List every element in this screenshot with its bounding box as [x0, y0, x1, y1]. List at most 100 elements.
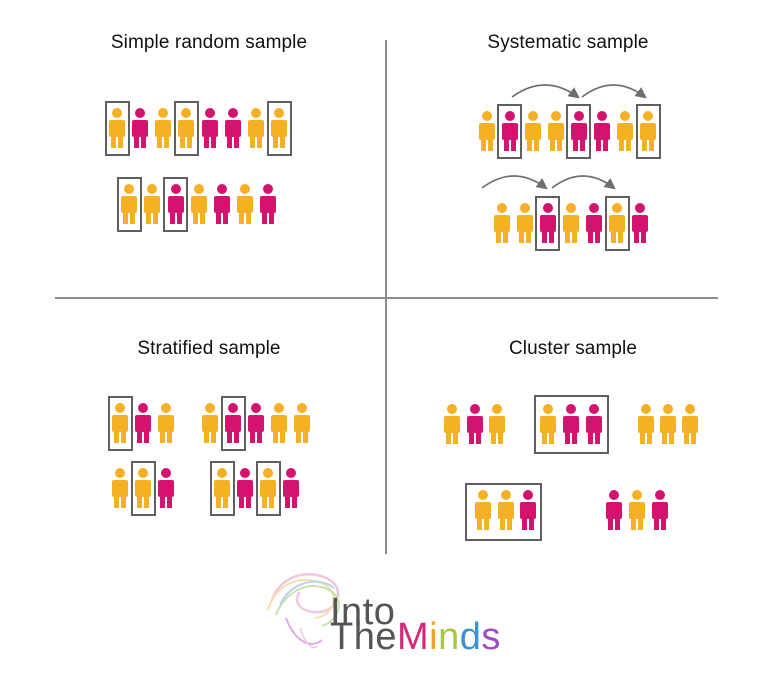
cluster-2-person-icon-1 — [540, 404, 556, 444]
systematic-skip-arrow-4 — [551, 175, 616, 190]
systematic-row1-person-icon-8 — [640, 111, 656, 151]
stratified-group3-person-icon-2 — [135, 468, 151, 508]
systematic-skip-arrow-3 — [481, 175, 548, 190]
systematic-frame-4 — [535, 196, 560, 251]
systematic-row2-person-icon-3 — [540, 203, 556, 243]
stratified-group3-person-icon-3 — [158, 468, 174, 508]
systematic-row2-person-icon-6 — [609, 203, 625, 243]
stratified-group1-person-icon-2 — [135, 403, 151, 443]
systematic-row1-person-icon-3 — [525, 111, 541, 151]
cluster-5-person-icon-1 — [606, 490, 622, 530]
stratified-title: Stratified sample — [137, 338, 281, 359]
cluster-1-person-icon-3 — [489, 404, 505, 444]
systematic-row1-person-icon-6 — [594, 111, 610, 151]
simple-random-row2-person-icon-2 — [144, 184, 160, 224]
logo-minds-letter: n — [438, 616, 460, 658]
simple-random-row1-person-icon-2 — [132, 108, 148, 148]
simple-random-row1-person-icon-8 — [271, 108, 287, 148]
systematic-row1-person-icon-1 — [479, 111, 495, 151]
simple-random-row1-person-icon-4 — [178, 108, 194, 148]
skip-arrows — [481, 84, 647, 190]
logo-minds-letter: i — [429, 616, 439, 658]
stratified-group3-person-icon-1 — [112, 468, 128, 508]
stratified-frame-5 — [256, 461, 281, 516]
simple-random-row1-person-icon-6 — [225, 108, 241, 148]
systematic-row2-person-icon-5 — [586, 203, 602, 243]
cluster-3-person-icon-2 — [660, 404, 676, 444]
systematic-row1-person-icon-5 — [571, 111, 587, 151]
stratified-frame-1 — [108, 396, 133, 451]
cluster-frame-2 — [465, 483, 542, 541]
systematic-row2-person-icon-7 — [632, 203, 648, 243]
simple-random-row2-person-icon-7 — [260, 184, 276, 224]
systematic-frame-3 — [636, 104, 661, 159]
systematic-row2-person-icon-2 — [517, 203, 533, 243]
cluster-4-person-icon-1 — [475, 490, 491, 530]
cluster-4-person-icon-2 — [498, 490, 514, 530]
logo-the: The — [330, 616, 397, 658]
systematic-title: Systematic sample — [487, 32, 649, 53]
systematic-skip-arrow-1 — [511, 84, 580, 99]
horizontal-divider — [55, 297, 718, 299]
simple-random-frame-3 — [267, 101, 292, 156]
stratified-group1-person-icon-1 — [112, 403, 128, 443]
systematic-frame-1 — [497, 104, 522, 159]
systematic-frame-2 — [566, 104, 591, 159]
cluster-title: Cluster sample — [508, 338, 638, 359]
cluster-1-person-icon-2 — [467, 404, 483, 444]
cluster-4-person-icon-3 — [520, 490, 536, 530]
stratified-group2-person-icon-5 — [294, 403, 310, 443]
systematic-row1-person-icon-4 — [548, 111, 564, 151]
simple-random-row1-person-icon-5 — [202, 108, 218, 148]
cluster-3-person-icon-3 — [682, 404, 698, 444]
systematic-frame-5 — [605, 196, 630, 251]
systematic-row1-person-icon-2 — [502, 111, 518, 151]
stratified-group2-person-icon-3 — [248, 403, 264, 443]
simple-random-row1-person-icon-3 — [155, 108, 171, 148]
simple-random-row2-person-icon-1 — [121, 184, 137, 224]
people-layer — [109, 108, 698, 530]
cluster-1-person-icon-1 — [444, 404, 460, 444]
simple-random-frame-4 — [117, 177, 142, 232]
systematic-row1-person-icon-7 — [617, 111, 633, 151]
systematic-row2-person-icon-4 — [563, 203, 579, 243]
logo-line-theminds: TheMinds — [330, 618, 501, 656]
stratified-group4-person-icon-4 — [283, 468, 299, 508]
cluster-2-person-icon-2 — [563, 404, 579, 444]
simple-random-row2-person-icon-4 — [191, 184, 207, 224]
cluster-5-person-icon-3 — [652, 490, 668, 530]
stratified-group2-person-icon-4 — [271, 403, 287, 443]
simple-random-frame-2 — [174, 101, 199, 156]
simple-random-frame-1 — [105, 101, 130, 156]
logo-minds: Minds — [397, 616, 501, 658]
simple-random-row2-person-icon-3 — [168, 184, 184, 224]
stratified-group1-person-icon-3 — [158, 403, 174, 443]
logo-minds-letter: s — [481, 616, 501, 658]
stratified-group2-person-icon-2 — [225, 403, 241, 443]
logo-line-into: Into — [330, 591, 396, 633]
selection-frames — [105, 101, 661, 541]
simple-random-row1-person-icon-1 — [109, 108, 125, 148]
cluster-2-person-icon-3 — [586, 404, 602, 444]
simple-random-row2-person-icon-5 — [214, 184, 230, 224]
cluster-3-person-icon-1 — [638, 404, 654, 444]
cluster-frame-1 — [534, 395, 609, 454]
stratified-frame-3 — [131, 461, 156, 516]
stratified-frame-2 — [221, 396, 246, 451]
stratified-group2-person-icon-1 — [202, 403, 218, 443]
simple-random-row2-person-icon-6 — [237, 184, 253, 224]
brain-swirl-logo-icon — [267, 573, 340, 649]
systematic-row2-person-icon-1 — [494, 203, 510, 243]
simple-random-row1-person-icon-7 — [248, 108, 264, 148]
stratified-group4-person-icon-1 — [214, 468, 230, 508]
stratified-frame-4 — [210, 461, 235, 516]
simple-random-frame-5 — [163, 177, 188, 232]
logo-minds-letter: d — [459, 616, 482, 658]
stratified-group4-person-icon-3 — [260, 468, 276, 508]
simple-random-title: Simple random sample — [110, 32, 308, 53]
cluster-5-person-icon-2 — [629, 490, 645, 530]
stratified-group4-person-icon-2 — [237, 468, 253, 508]
systematic-skip-arrow-2 — [581, 84, 647, 99]
